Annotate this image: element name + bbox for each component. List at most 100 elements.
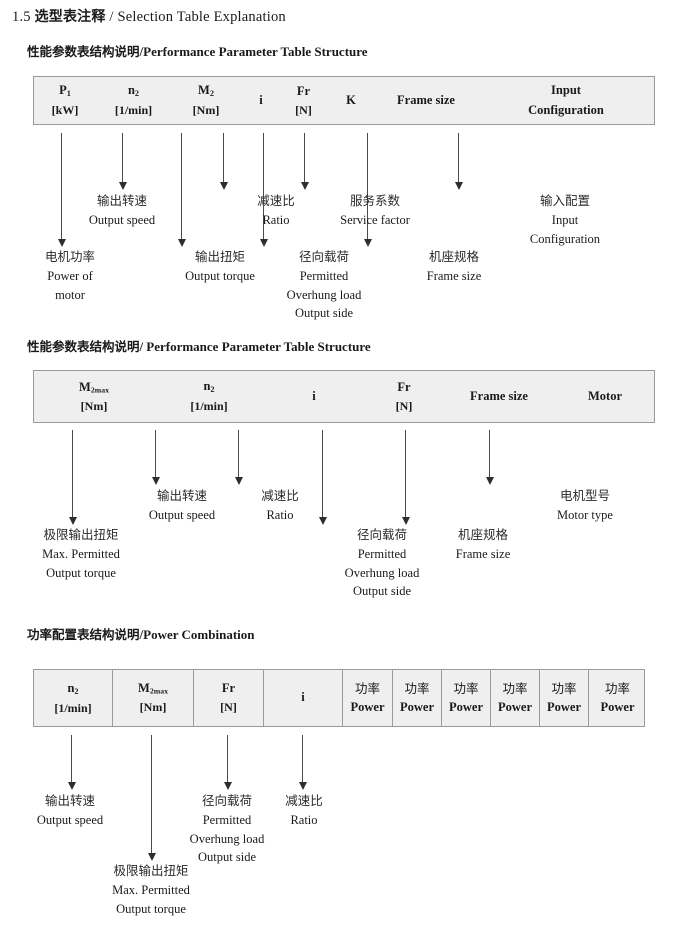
note-table1-output-torque: 输出扭矩 Output torque [185, 248, 255, 286]
arrow-table2-motor [485, 430, 494, 485]
performance-parameter-table-2: M2max [Nm] n2 [1/min] i Fr [N] Frame siz… [33, 370, 655, 423]
table1-col-fr-symbol: Fr [296, 83, 311, 98]
table1-col-frame-size: Frame size [376, 77, 476, 124]
table2-col-m2max-unit: [Nm] [80, 398, 108, 413]
table1-col-n2-unit: [1/min] [114, 103, 153, 117]
arrow-table2-frame-size [401, 430, 410, 525]
table1-col-m2-unit: [Nm] [192, 103, 220, 117]
table3-col-power-3-cn: 功率 [453, 680, 479, 696]
section-heading-1-english: Performance Parameter Table Structure [143, 44, 368, 59]
table1-col-m2-symbol: M2 [198, 83, 214, 99]
arrow-table1-input [454, 133, 463, 190]
note-table1-ratio: 减速比 Ratio [257, 192, 295, 230]
table3-col-fr-symbol: Fr [221, 681, 236, 696]
table3-col-i-symbol: i [301, 690, 305, 705]
table1-col-input-configuration: Input Configuration [476, 77, 656, 124]
table3-col-n2-unit: [1/min] [54, 700, 92, 715]
note-table3-output-speed-cn: 输出转速 [44, 793, 95, 808]
table3-col-power-2-cn: 功率 [404, 680, 430, 696]
note-table1-input-configuration: 输入配置 Input Configuration [530, 192, 600, 248]
arrow-table3-i [298, 735, 307, 790]
note-table1-overhung-load-cn: 径向载荷 [298, 249, 350, 264]
note-table2-motor-type-cn: 电机型号 [559, 488, 610, 503]
note-table2-motor-type: 电机型号 Motor type [557, 487, 613, 525]
note-table1-power-of-motor-en2: motor [55, 287, 85, 302]
note-table3-output-speed-en: Output speed [36, 812, 104, 827]
table3-col-n2: n2 [1/min] [34, 670, 113, 726]
arrow-table2-i [234, 430, 243, 485]
note-table3-ratio-cn: 减速比 [285, 793, 323, 808]
table3-col-power-2-en: Power [399, 700, 434, 714]
note-table3-max-permitted-cn: 极限输出扭矩 [113, 863, 189, 878]
table3-col-fr-unit: [N] [220, 700, 237, 715]
note-table2-overhung-load-en1: Permitted [357, 546, 407, 561]
page-title-number: 1.5 [12, 9, 31, 25]
table1-col-configuration-label: Configuration [528, 102, 604, 117]
table3-col-power-5-cn: 功率 [551, 680, 577, 696]
table3-col-power-3-en: Power [448, 700, 483, 714]
table2-col-m2max-symbol: M2max [79, 379, 109, 395]
note-table1-output-speed-cn: 输出转速 [96, 193, 147, 208]
note-table1-output-torque-cn: 输出扭矩 [194, 249, 246, 264]
section-heading-1-separator: / [139, 44, 144, 59]
note-table1-input-configuration-en2: Configuration [529, 231, 601, 246]
note-table2-frame-size: 机座规格 Frame size [456, 526, 511, 564]
note-table1-power-of-motor: 电机功率 Power of motor [45, 248, 95, 304]
section-heading-3-separator: / [139, 627, 144, 642]
table1-col-n2-symbol: n2 [127, 83, 140, 99]
section-heading-3-chinese: 功率配置表结构说明 [27, 627, 140, 642]
note-table2-frame-size-cn: 机座规格 [457, 527, 508, 542]
note-table2-overhung-load-en3: Output side [353, 584, 411, 599]
arrow-table1-frame-size [363, 133, 372, 247]
note-table1-input-configuration-en1: Input [551, 212, 579, 227]
note-table2-overhung-load-cn: 径向载荷 [356, 527, 408, 542]
section-heading-1: 性能参数表结构说明/Performance Parameter Table St… [27, 41, 368, 60]
section-heading-2-separator: / [139, 339, 144, 354]
note-table2-overhung-load: 径向载荷 Permitted Overhung load Output side [345, 526, 420, 601]
table3-col-power-1-en: Power [350, 700, 385, 714]
power-combination-table: n2 [1/min] M2max [Nm] Fr [N] i 功率 Power … [33, 669, 645, 727]
note-table1-overhung-load-en3: Output side [295, 306, 353, 321]
arrow-table1-p1 [57, 133, 66, 247]
page-title: 1.5 选型表注释 / Selection Table Explanation [12, 6, 286, 26]
note-table3-ratio-en: Ratio [290, 812, 318, 827]
table2-col-fr-symbol: Fr [397, 379, 411, 394]
table3-col-m2max: M2max [Nm] [113, 670, 194, 726]
note-table2-ratio-cn: 减速比 [261, 488, 299, 503]
table2-col-n2-unit: [1/min] [190, 399, 228, 413]
table3-col-power-4-en: Power [497, 700, 532, 714]
table2-col-motor-label: Motor [587, 388, 622, 403]
note-table3-max-permitted-en1: Max. Permitted [112, 882, 190, 897]
table3-col-fr: Fr [N] [194, 670, 264, 726]
table1-col-m2: M2 [Nm] [171, 77, 241, 124]
note-table3-overhung-load-en1: Permitted [202, 812, 252, 827]
arrow-table1-k [300, 133, 309, 190]
section-heading-3-english: Power Combination [143, 627, 255, 642]
table1-col-p1-symbol: P1 [59, 83, 71, 99]
note-table1-output-torque-en: Output torque [185, 268, 255, 283]
table1-col-k-symbol: K [346, 92, 356, 107]
note-table1-power-of-motor-cn: 电机功率 [44, 249, 96, 264]
note-table2-output-speed-cn: 输出转速 [156, 488, 207, 503]
section-heading-2-english: Performance Parameter Table Structure [146, 339, 371, 354]
arrow-table1-fr [259, 133, 268, 247]
note-table1-output-speed: 输出转速 Output speed [89, 192, 155, 230]
table3-col-power-6-cn: 功率 [604, 680, 630, 696]
note-table2-output-speed-en: Output speed [148, 507, 216, 522]
table1-col-fr: Fr [N] [281, 77, 326, 124]
table3-col-power-2: 功率 Power [393, 670, 442, 726]
table2-col-i: i [264, 371, 364, 422]
table1-col-input-label: Input [551, 83, 581, 98]
arrow-table3-n2 [67, 735, 76, 790]
page-title-english: Selection Table Explanation [117, 9, 286, 25]
section-heading-3: 功率配置表结构说明/Power Combination [27, 624, 255, 643]
note-table1-frame-size: 机座规格 Frame size [427, 248, 482, 286]
table1-col-i: i [241, 77, 281, 124]
table3-col-power-1: 功率 Power [343, 670, 393, 726]
note-table3-output-speed: 输出转速 Output speed [37, 792, 103, 830]
table2-col-frame-size-label: Frame size [470, 388, 528, 403]
arrow-table3-fr [223, 735, 232, 790]
table3-col-power-4: 功率 Power [491, 670, 540, 726]
note-table1-service-factor-cn: 服务系数 [349, 193, 401, 208]
note-table1-power-of-motor-en1: Power of [47, 268, 93, 283]
